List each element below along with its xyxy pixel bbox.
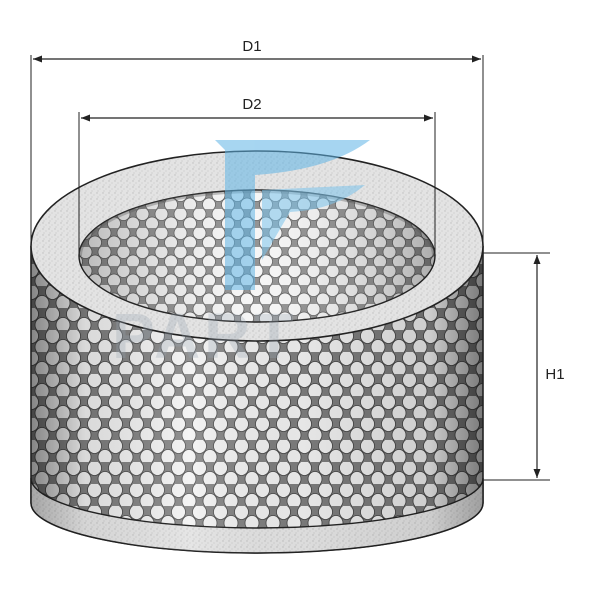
dimension-d2: D2 bbox=[78, 96, 436, 256]
d2-label: D2 bbox=[242, 96, 261, 113]
dimension-h1: H1 bbox=[483, 252, 565, 481]
d1-label: D1 bbox=[242, 38, 261, 55]
bottom-gasket bbox=[30, 477, 484, 554]
brand-swoosh-logo-icon: PART bbox=[112, 140, 370, 372]
h1-label: H1 bbox=[545, 366, 564, 383]
top-gasket-ring bbox=[30, 150, 484, 342]
dimension-d1: D1 bbox=[30, 38, 484, 246]
watermark-text: PART bbox=[112, 300, 297, 372]
